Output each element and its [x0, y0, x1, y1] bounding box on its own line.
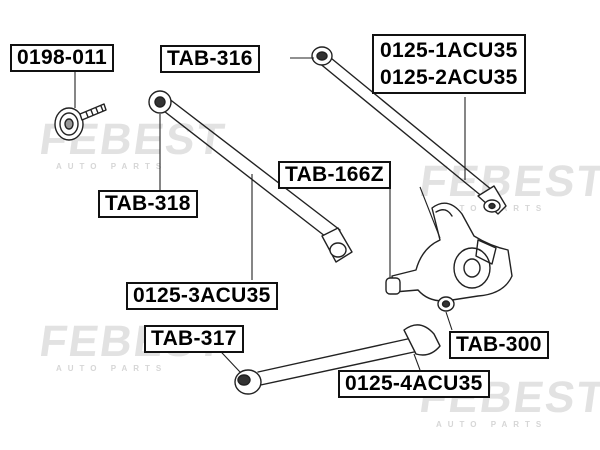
- middle-control-arm: [148, 90, 353, 263]
- part-label-0198-011: 0198-011: [10, 44, 114, 72]
- part-label-tab-300: TAB-300: [449, 331, 549, 359]
- part-label-0125-1-2acu35: 0125-1ACU35 0125-2ACU35: [372, 34, 526, 94]
- part-label-tab-166z: TAB-166Z: [278, 161, 391, 189]
- knuckle-assembly: [385, 202, 513, 312]
- bolt-part: [54, 103, 107, 141]
- part-label-0125-4acu35: 0125-4ACU35: [338, 370, 490, 398]
- upper-control-arm: [311, 46, 507, 215]
- part-label-0125-3acu35: 0125-3ACU35: [126, 282, 278, 310]
- lower-control-arm: [234, 324, 441, 395]
- part-label-tab-317: TAB-317: [144, 325, 244, 353]
- part-label-0125-2acu35: 0125-2ACU35: [380, 66, 518, 89]
- part-label-tab-318: TAB-318: [98, 190, 198, 218]
- part-label-tab-316: TAB-316: [160, 45, 260, 73]
- part-label-0125-1acu35: 0125-1ACU35: [380, 39, 518, 62]
